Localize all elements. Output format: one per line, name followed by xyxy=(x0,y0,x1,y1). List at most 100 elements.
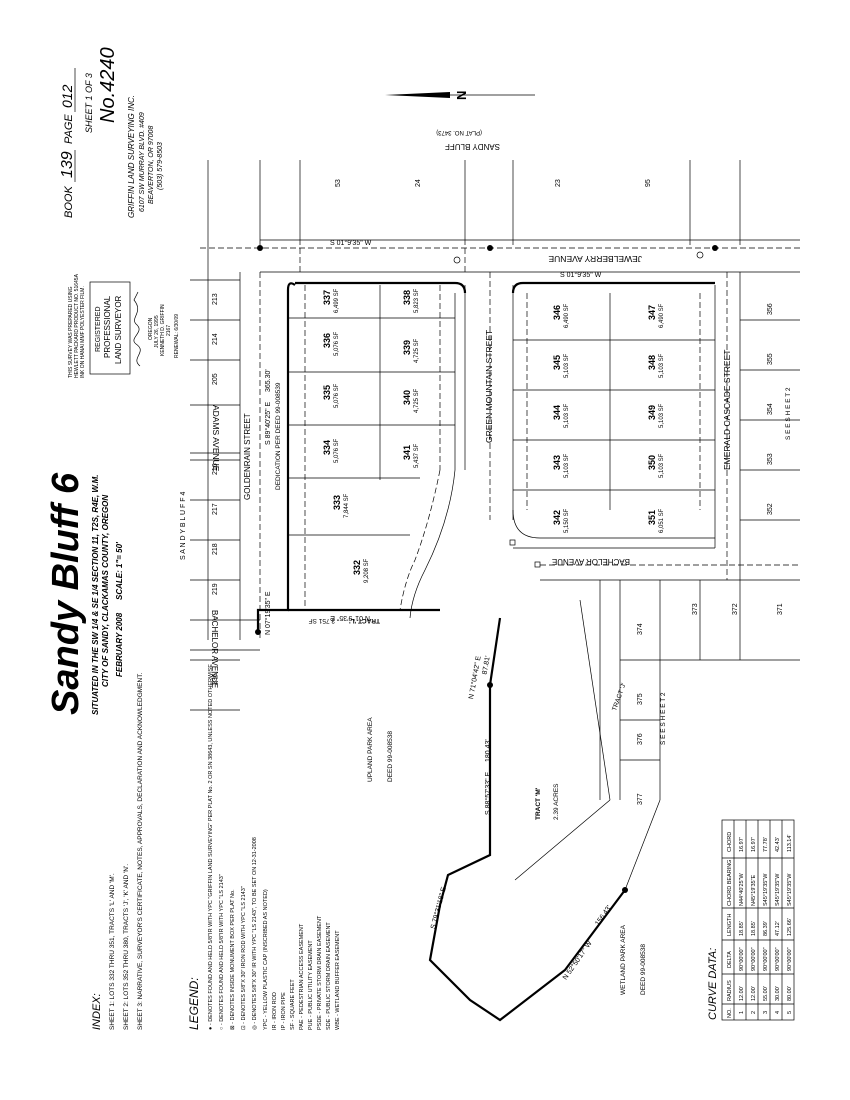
svg-text:333: 333 xyxy=(332,495,342,510)
svg-text:335: 335 xyxy=(322,385,332,400)
surveyor-stamp: THIS SURVEY WAS PREPARED USING HEWLETT P… xyxy=(68,273,180,378)
distance-south-line: 180.43' xyxy=(485,739,492,762)
svg-text:337: 337 xyxy=(322,290,332,305)
stamp-registered: REGISTERED xyxy=(95,306,102,352)
svg-text:86.39': 86.39' xyxy=(763,921,769,936)
svg-text:5,103 SF: 5,103 SF xyxy=(564,403,570,428)
lot: 351 6,051 SF xyxy=(647,508,665,533)
street-bachelor-west: BACHELOR AVENUE xyxy=(210,610,219,688)
svg-text:6,490 SF: 6,490 SF xyxy=(564,303,570,328)
svg-text:338: 338 xyxy=(402,290,412,305)
svg-text:350: 350 xyxy=(647,455,657,470)
svg-text:5,076 SF: 5,076 SF xyxy=(334,438,340,463)
neighbor-lot: 219 xyxy=(212,583,219,595)
neighbor-lot: 53 xyxy=(335,179,342,187)
street-goldenrain: GOLDENRAIN STREET xyxy=(243,413,252,500)
tract-l-label: TRACT 'L' xyxy=(349,617,380,624)
lot: 333 7,844 SF xyxy=(332,493,350,518)
svg-text:341: 341 xyxy=(402,445,412,460)
svg-text:2: 2 xyxy=(751,1011,757,1014)
svg-text:4: 4 xyxy=(775,1011,781,1014)
stamp-note1: THIS SURVEY WAS PREPARED USING xyxy=(68,286,74,378)
see-sheet-2-east: S E E S H E E T 2 xyxy=(785,387,792,440)
bearing-jewelberry-west: S 01°9'35" W xyxy=(330,239,372,247)
legend-item: SDE - PUBLIC STORM DRAIN EASEMENT xyxy=(326,922,332,1030)
legend-item: ○ - DENOTES FOUND AND HELD 5/8"IR WITH Y… xyxy=(219,874,225,1030)
legend-item: WBE - WETLAND BUFFER EASEMENT xyxy=(335,930,341,1030)
svg-text:16.97': 16.97' xyxy=(751,837,757,852)
subdivision-sandy-bluff-4: S A N D Y B L U F F 4 xyxy=(180,492,187,560)
svg-text:348: 348 xyxy=(647,355,657,370)
svg-text:5,150 SF: 5,150 SF xyxy=(564,508,570,533)
svg-text:LENGTH: LENGTH xyxy=(727,914,733,936)
svg-text:5: 5 xyxy=(787,1011,793,1014)
neighbor-lot: 371 xyxy=(777,603,784,615)
curve-table: CURVE DATA: NO. RADIUS DELTA LENGTH CHOR… xyxy=(707,819,795,1021)
svg-text:9,208 SF: 9,208 SF xyxy=(364,558,370,583)
svg-text:4,725 SF: 4,725 SF xyxy=(414,388,420,413)
firm-address2: BEAVERTON, OR 97008 xyxy=(148,126,155,204)
svg-text:6,490 SF: 6,490 SF xyxy=(659,303,665,328)
svg-text:NO.: NO. xyxy=(727,1008,733,1018)
svg-text:343: 343 xyxy=(552,455,562,470)
lot: 345 5,103 SF xyxy=(552,353,570,378)
lot: 336 5,076 SF xyxy=(322,331,340,356)
stamp-date: JULY 26, 1995 xyxy=(154,315,160,348)
street-sandy-bluff-plat: (PLAT NO. 3473) xyxy=(436,129,482,135)
svg-text:S45°19'35"W: S45°19'35"W xyxy=(787,873,793,906)
monument-marker xyxy=(712,245,718,251)
svg-text:DELTA: DELTA xyxy=(727,951,733,968)
legend-item: PSDE - PRIVATE STORM DRAIN EASEMENT xyxy=(317,915,323,1030)
svg-text:4,725 SF: 4,725 SF xyxy=(414,338,420,363)
lot: 335 5,076 SF xyxy=(322,383,340,408)
bearing-jewelberry-east: S 01°9'35" W xyxy=(560,271,602,279)
title-block: Sandy Bluff 6 SITUATED IN THE SW 1/4 & S… xyxy=(45,472,124,715)
svg-text:90°00'00": 90°00'00" xyxy=(787,947,793,971)
monument-marker xyxy=(487,682,493,688)
svg-text:55.00': 55.00' xyxy=(763,986,769,1001)
svg-text:113.14': 113.14' xyxy=(787,835,793,852)
area-labels: UPLAND PARK AREA DEED 99-008538 WETLAND … xyxy=(275,382,792,995)
neighbor-lot: 214 xyxy=(212,333,219,345)
upland-park-deed: DEED 99-008538 xyxy=(387,731,394,782)
legend-item: ⊠ - DENOTES INSIDE MONUMENT BOX PER PLAT… xyxy=(230,889,236,1030)
svg-text:340: 340 xyxy=(402,390,412,405)
lot: 349 5,103 SF xyxy=(647,403,665,428)
neighbor-lot: 374 xyxy=(637,623,644,635)
neighbor-lot: 218 xyxy=(212,543,219,555)
svg-text:CHORD: CHORD xyxy=(727,832,733,852)
lot: 344 5,103 SF xyxy=(552,403,570,428)
stamp-surveyor: KENNETH D. GRIFFIN xyxy=(160,304,166,356)
neighbor-lot: 216 xyxy=(212,463,219,475)
neighbor-lot: 375 xyxy=(637,693,644,705)
svg-text:334: 334 xyxy=(322,440,332,455)
street-jewelberry: JEWELBERRY AVENUE xyxy=(548,254,642,264)
title-city: CITY OF SANDY, CLACKAMAS COUNTY, OREGON xyxy=(101,495,110,687)
distance-goldenrain: 365.30' xyxy=(265,369,272,392)
page-label: PAGE xyxy=(63,114,75,144)
svg-text:336: 336 xyxy=(322,333,332,348)
svg-text:5,076 SF: 5,076 SF xyxy=(334,383,340,408)
street-adams: ADAMS AVENUE xyxy=(211,405,221,472)
svg-text:345: 345 xyxy=(552,355,562,370)
svg-text:5,103 SF: 5,103 SF xyxy=(564,453,570,478)
lot: 350 5,103 SF xyxy=(647,453,665,478)
lot: 347 6,490 SF xyxy=(647,303,665,328)
svg-text:16.97': 16.97' xyxy=(739,837,745,852)
monument-marker xyxy=(487,245,493,251)
svg-text:N45°19'35"E: N45°19'35"E xyxy=(751,874,757,906)
neighbor-lot: 205 xyxy=(212,373,219,385)
legend-item: ⊡ - DENOTES 5/8"X 30" IRON ROD WITH YPC … xyxy=(241,886,247,1030)
legend-item: IP - IRON PIPE xyxy=(281,992,287,1030)
stamp-note3: INK ON HANAI MMF POLYESTER FILM. xyxy=(80,286,86,378)
stamp-renewal: RENEWAL: 6/30/09 xyxy=(174,314,180,358)
svg-text:5,103 SF: 5,103 SF xyxy=(659,353,665,378)
svg-text:47.12': 47.12' xyxy=(775,921,781,936)
lot: 346 6,490 SF xyxy=(552,303,570,328)
svg-text:42.43': 42.43' xyxy=(775,837,781,852)
stamp-note2: HEWLETT PACKARD PRODUCT NO. 51645A xyxy=(74,273,80,378)
surveyor-signature xyxy=(133,291,141,367)
neighbor-lot: 353 xyxy=(767,453,774,465)
legend-item: ◎ - DENOTES 5/8"X 30" IR WITH YPC "LS 21… xyxy=(252,837,258,1030)
bearing-bachelor-west: N 07°19'35" E xyxy=(264,591,272,635)
